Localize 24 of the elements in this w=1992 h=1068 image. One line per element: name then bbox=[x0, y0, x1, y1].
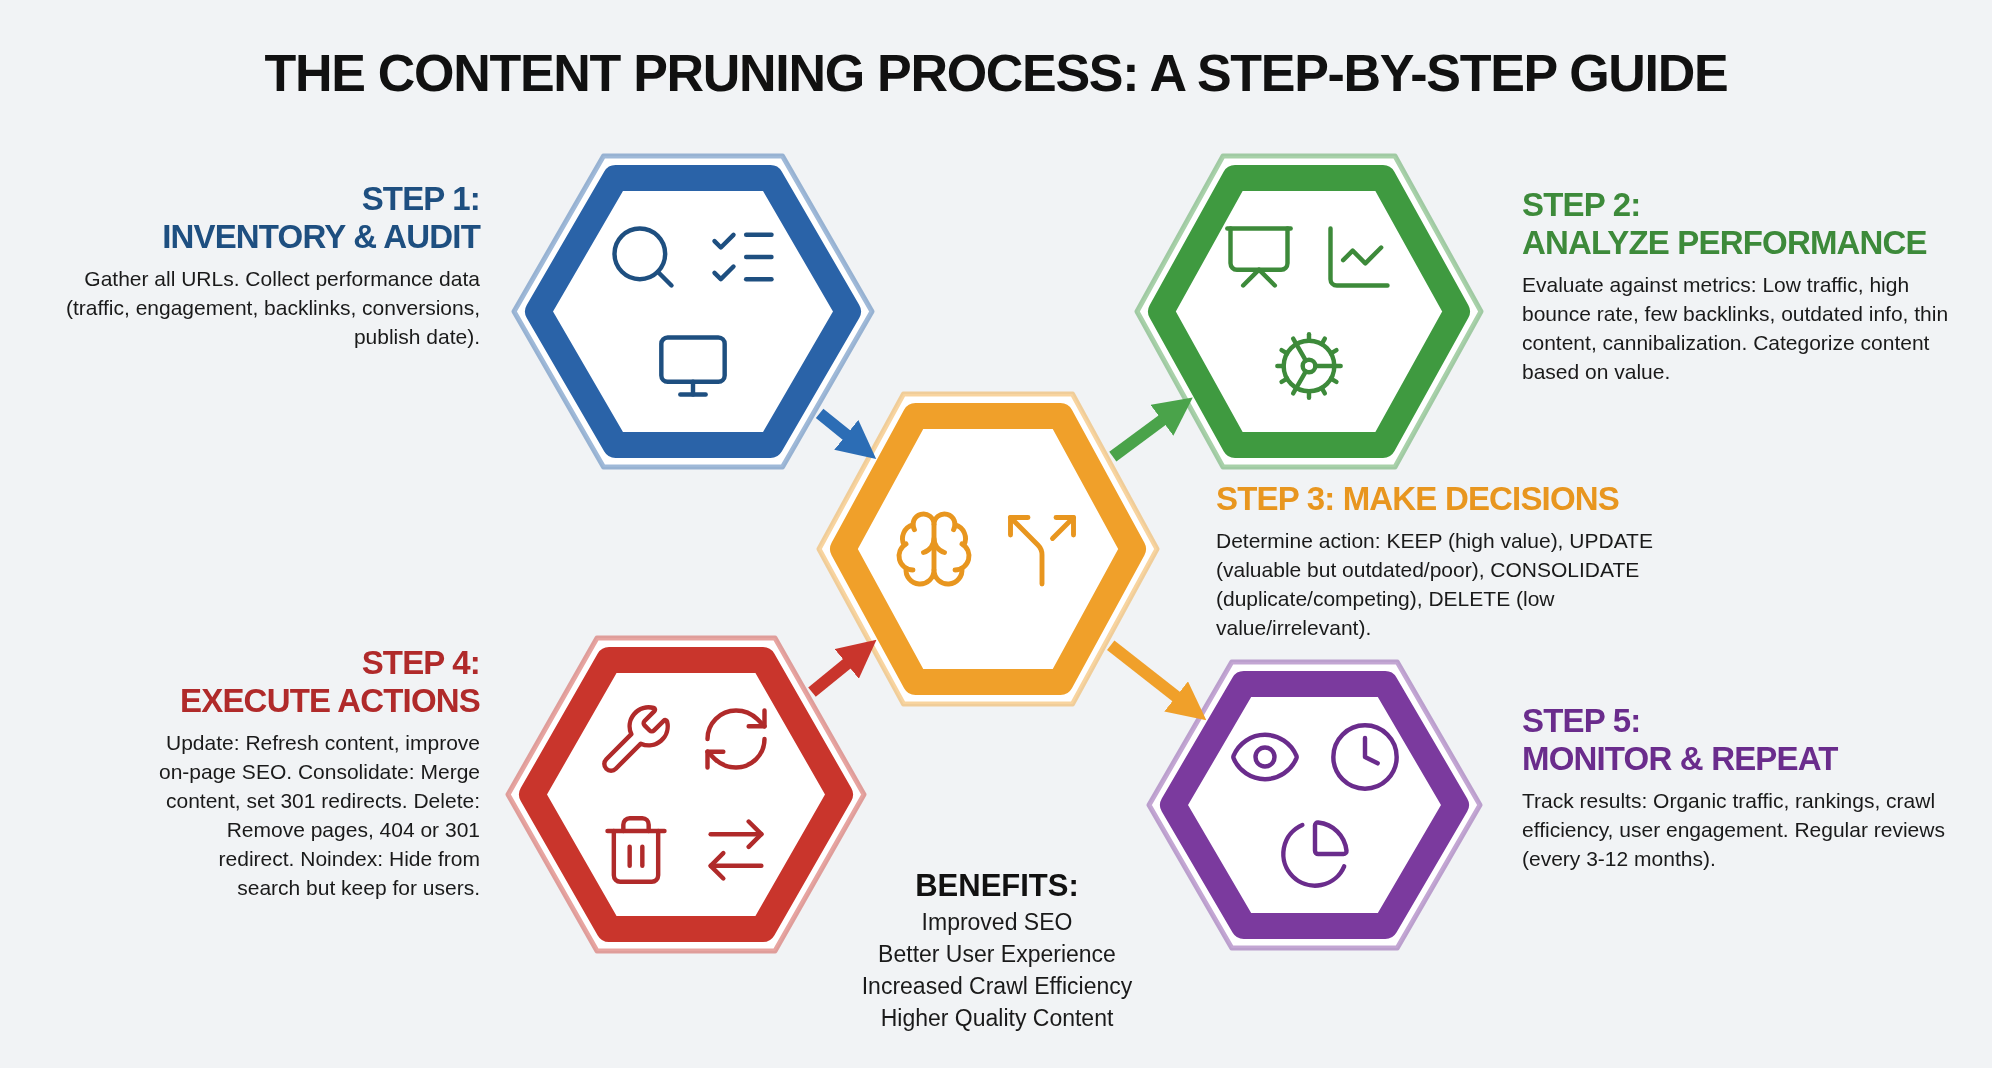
step-description: Track results: Organic traffic, rankings, crawl efficiency, user engagement. Regular reviews (every 3-12 months). bbox=[1522, 788, 1946, 872]
arrow bbox=[1109, 397, 1193, 462]
step-description: Update: Refresh content, improve on-page SEO. Consolidate: Merge content, set 301 redirects. Delete: Remove pages, 404 or 301 redirect. Noindex: Hide from search but keep for users. bbox=[157, 730, 480, 901]
benefit-item: Higher Quality Content bbox=[879, 1004, 1115, 1033]
step-heading: STEP 2: bbox=[1522, 186, 1642, 224]
step-description: Evaluate against metrics: Low traffic, high bounce rate, few backlinks, outdated info, thin content, cannibalization. Categorize content based on value. bbox=[1522, 272, 1950, 385]
step-heading: STEP 3: MAKE DECISIONS bbox=[1216, 480, 1620, 518]
benefit-item: Increased Crawl Efficiency bbox=[860, 972, 1134, 1001]
step-heading: MONITOR & REPEAT bbox=[1522, 740, 1839, 778]
benefits-heading: BENEFITS: bbox=[914, 867, 1080, 905]
step-heading: ANALYZE PERFORMANCE bbox=[1522, 224, 1928, 262]
step-heading: STEP 4: bbox=[360, 644, 480, 682]
arrow bbox=[815, 408, 877, 459]
step-heading: STEP 5: bbox=[1522, 702, 1642, 740]
title: THE CONTENT PRUNING PROCESS: A STEP-BY-STEP GUIDE bbox=[263, 43, 1729, 104]
step-description: Gather all URLs. Collect performance data (traffic, engagement, backlinks, conversions, publish date). bbox=[65, 266, 480, 350]
arrow bbox=[808, 639, 877, 697]
benefit-item: Improved SEO bbox=[920, 908, 1074, 937]
step-description: Determine action: KEEP (high value), UPDATE (valuable but outdated/poor), CONSOLIDATE (duplicate/competing), DELETE (low value/irrelevant). bbox=[1216, 528, 1654, 641]
arrow bbox=[1107, 640, 1207, 721]
step-heading: INVENTORY & AUDIT bbox=[161, 218, 480, 256]
step-heading: EXECUTE ACTIONS bbox=[179, 682, 480, 720]
step-heading: STEP 1: bbox=[360, 180, 480, 218]
benefit-item: Better User Experience bbox=[877, 940, 1117, 969]
